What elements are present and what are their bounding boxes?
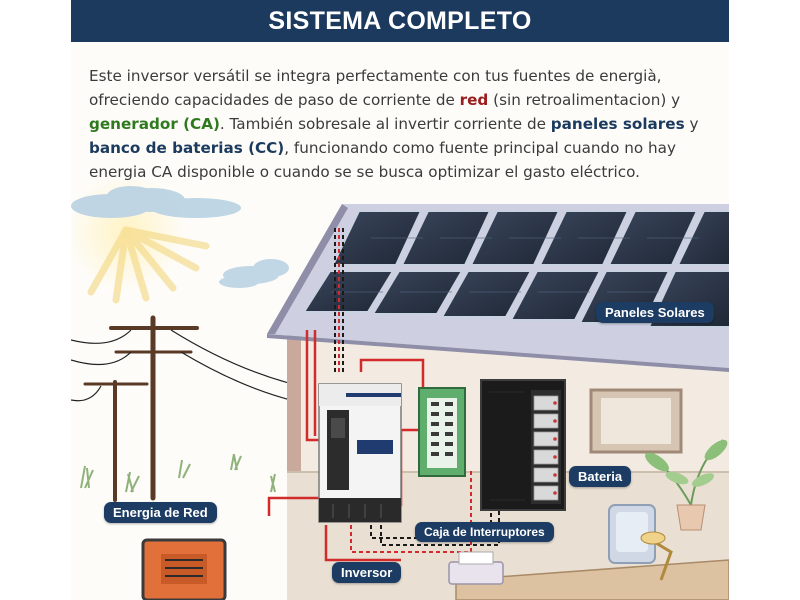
intro-text-part: , funcionando como fuente principal cuan…: [89, 139, 676, 181]
label-grid: Energia de Red: [104, 502, 217, 523]
highlight-grid: red: [459, 91, 489, 109]
label-inverter: Inversor: [332, 562, 402, 583]
page-title: SISTEMA COMPLETO: [268, 6, 532, 35]
cloud-icon: [219, 259, 289, 288]
power-pole-icon: [83, 315, 199, 502]
battery-rack-icon: [480, 379, 566, 511]
plant-icon: [645, 439, 728, 531]
generator-icon: [141, 538, 227, 600]
label-battery: Bateria: [569, 466, 632, 487]
breaker-box-icon: [418, 387, 466, 477]
intro-text-part: Este inversor versátil se integra perfec…: [89, 67, 662, 109]
window: [589, 388, 683, 454]
right-margin: [729, 0, 800, 600]
label-breaker-box: Caja de Interruptores: [415, 522, 554, 542]
sun-rays: [71, 180, 210, 304]
intro-text-part: . También sobresale al invertir corrient…: [219, 115, 551, 133]
title-banner: SISTEMA COMPLETO: [71, 0, 729, 42]
highlight-generator: generador (CA): [89, 115, 220, 133]
intro-text-part: (sin retroalimentacion) y: [488, 91, 681, 109]
office-desk: [448, 504, 729, 600]
infographic-panel: SISTEMA COMPLETO Este inversor versátil …: [71, 0, 729, 600]
cloud-icon: [71, 186, 241, 218]
ac-wiring-dashed: [338, 228, 472, 553]
intro-text-part: y: [684, 115, 699, 133]
grass: [80, 453, 276, 493]
highlight-battery: banco de baterias (CC): [89, 139, 285, 157]
panel-grid-lines: [331, 237, 699, 293]
left-margin: [0, 0, 71, 600]
intro-text: Este inversor versátil se integra perfec…: [89, 64, 719, 184]
house-illustration: [71, 180, 729, 600]
label-solar-panels: Paneles Solares: [596, 302, 714, 323]
inverter-icon: [318, 383, 402, 523]
highlight-solar: paneles solares: [550, 115, 685, 133]
